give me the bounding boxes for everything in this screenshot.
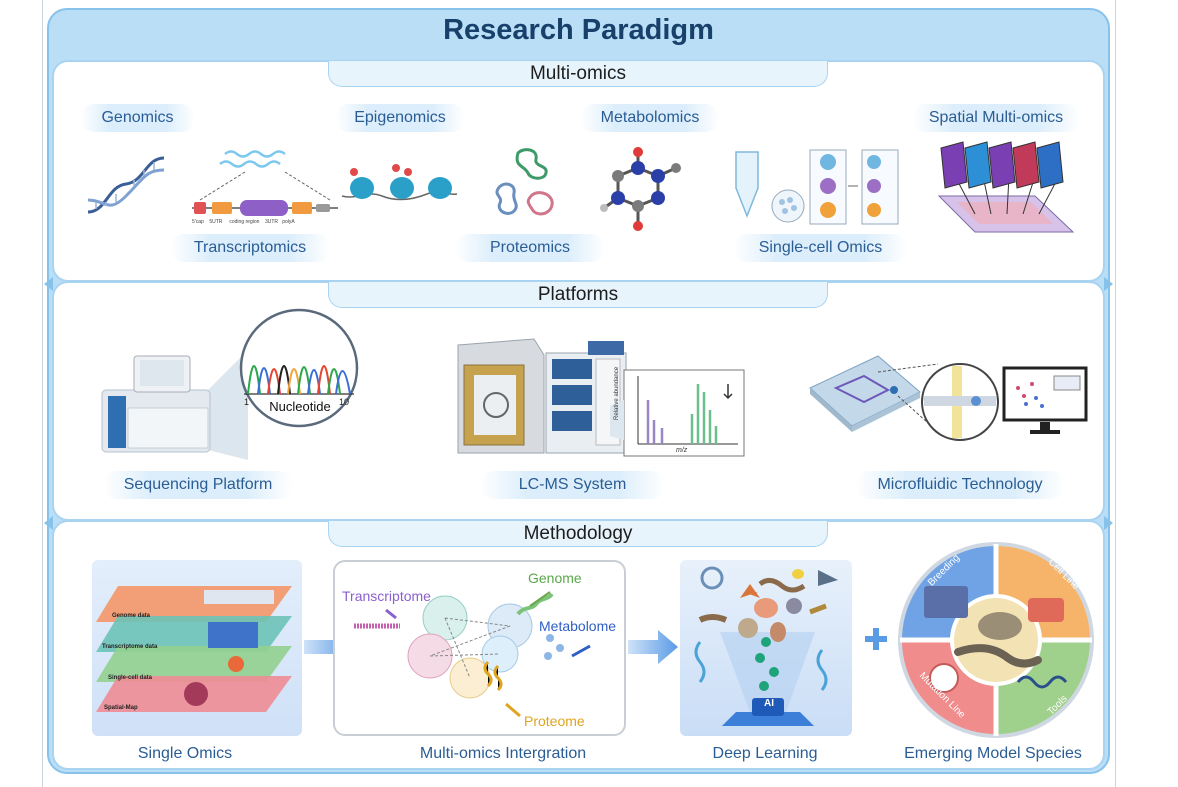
integration-box <box>333 560 626 736</box>
tube-icon <box>735 149 899 225</box>
utr5-label: 5UTR <box>209 219 223 225</box>
multi-omics-tab: Multi-omics <box>328 61 828 87</box>
proteome-label: Proteome <box>524 713 585 729</box>
right-arrow-icon <box>1104 516 1113 530</box>
dna-icon <box>87 156 165 214</box>
coding-region-label: coding region <box>229 219 260 225</box>
epigenomics-label: Epigenomics <box>335 104 465 132</box>
methodology-tab: Methodology <box>328 521 828 547</box>
microfluidic-technology-label: Microfluidic Technology <box>855 471 1065 499</box>
spatial-map-label: Spatial-Map <box>104 705 138 711</box>
proteomics-label: Proteomics <box>455 234 605 262</box>
sequencer-icon <box>101 350 248 460</box>
deep-learning-caption: Deep Learning <box>712 745 818 762</box>
spatial-multi-omics-label: Spatial Multi-omics <box>912 104 1080 132</box>
layer-stack-icon <box>96 586 292 712</box>
nucleosome-icon <box>341 164 458 201</box>
molecule-icon <box>600 147 681 231</box>
cap-label: 5'cap <box>192 219 204 225</box>
left-arrow-icon <box>44 516 53 530</box>
gene-region-labels: 5'cap 5UTR coding region 3UTR polyA <box>192 219 342 225</box>
protein-icon <box>495 148 554 216</box>
lc-ms-system-label: LC-MS System <box>480 471 665 499</box>
left-arrow-icon <box>44 277 53 291</box>
chromatogram-icon <box>239 308 359 428</box>
network-icon <box>354 591 591 718</box>
chip-icon <box>809 355 999 441</box>
transcriptomics-label: Transcriptomics <box>170 234 330 262</box>
page-title: Research Paradigm <box>443 14 714 46</box>
ms-ylabel: Relative abundance <box>614 366 620 420</box>
monitor-icon <box>1002 366 1088 434</box>
lcms-icon <box>457 338 627 454</box>
sequencing-platform-label: Sequencing Platform <box>103 471 293 499</box>
polya-label: polyA <box>282 219 295 225</box>
ai-chip-label: AI <box>764 698 774 709</box>
genome-label: Genome <box>528 570 582 586</box>
mass-spectrum-icon <box>610 369 745 457</box>
plus-icon <box>865 628 887 650</box>
spatial-stack-icon <box>937 141 1075 233</box>
right-arrow-icon <box>1104 277 1113 291</box>
emerging-model-species-caption: Emerging Model Species <box>904 745 1082 762</box>
single-omics-caption: Single Omics <box>137 745 233 762</box>
utr3-label: 3UTR <box>264 219 279 225</box>
transcriptome-label: Transcriptome <box>342 588 431 604</box>
multi-omics-integration-caption: Multi-omics Intergration <box>419 745 587 762</box>
mrna-icon <box>192 150 338 216</box>
genomics-label: Genomics <box>80 104 195 132</box>
metabolomics-label: Metabolomics <box>580 104 720 132</box>
transcriptome-data-label: Transcriptome data <box>102 644 158 650</box>
ms-xlabel: m/z <box>676 447 688 454</box>
axis-start-label: 1 <box>244 397 250 407</box>
genome-data-label: Genome data <box>112 613 151 619</box>
model-species-wheel <box>898 542 1094 738</box>
arrow-icon <box>628 630 678 664</box>
platforms-tab: Platforms <box>328 282 828 308</box>
single-cell-omics-label: Single-cell Omics <box>733 234 908 262</box>
nucleotide-label: Nucleotide <box>269 399 331 414</box>
deep-learning-icon <box>694 566 838 726</box>
axis-end-label: 10 <box>339 397 350 407</box>
metabolome-label: Metabolome <box>539 618 617 634</box>
single-cell-data-label: Single-cell data <box>108 675 153 681</box>
